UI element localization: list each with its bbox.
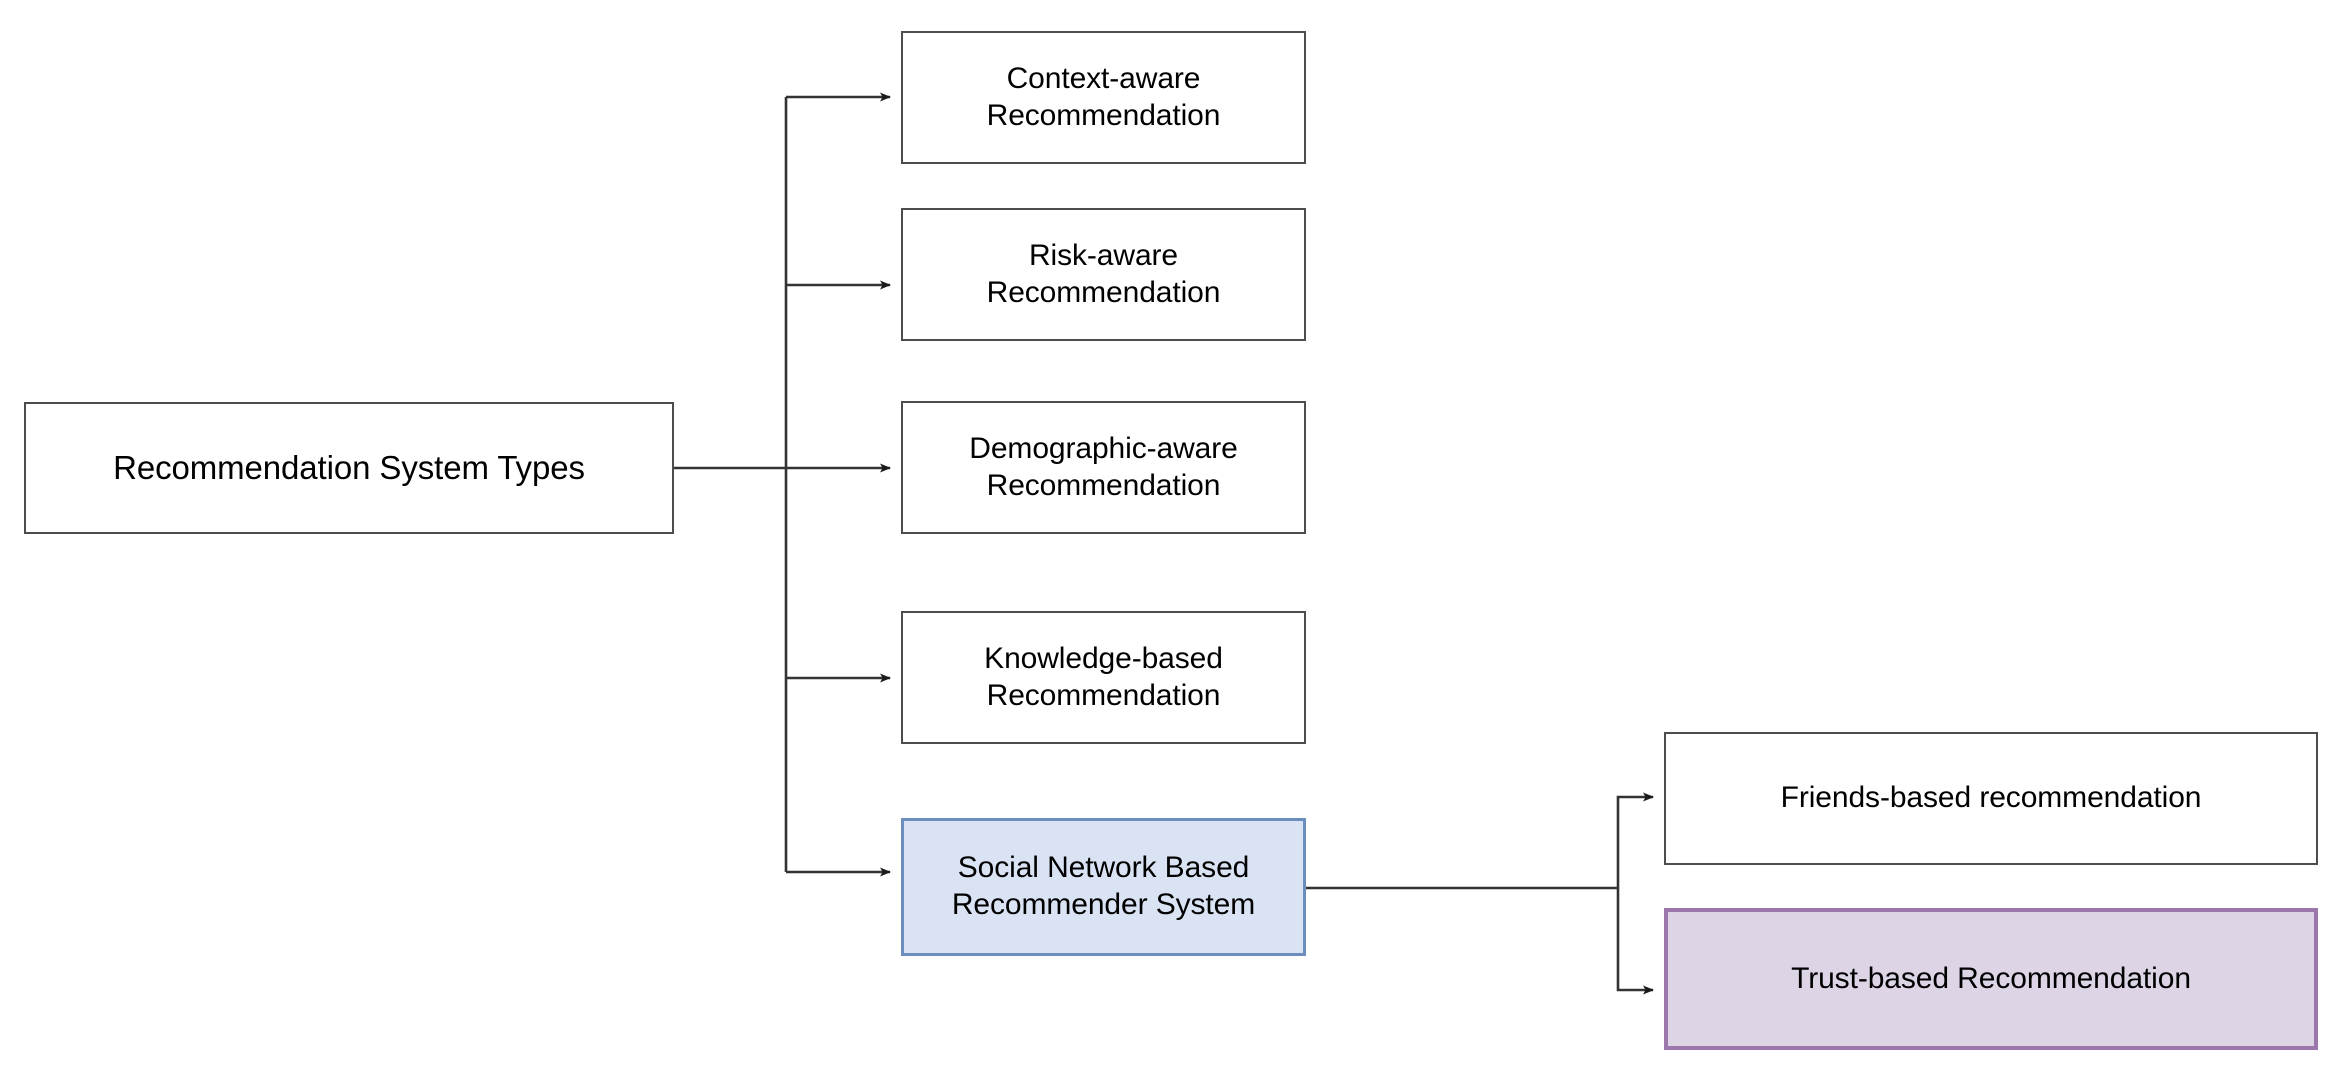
node-knowledge-based-label: Knowledge-based Recommendation (984, 641, 1223, 712)
node-friends-based-label: Friends-based recommendation (1780, 781, 2202, 815)
node-context-aware-label: Context-aware Recommendation (986, 61, 1221, 132)
node-root[interactable]: Recommendation System Types (24, 402, 674, 534)
node-social-network[interactable]: Social Network Based Recommender System (901, 818, 1306, 956)
node-friends-based[interactable]: Friends-based recommendation (1664, 732, 2318, 865)
node-demographic-aware[interactable]: Demographic-aware Recommendation (901, 401, 1306, 534)
node-root-label: Recommendation System Types (113, 448, 585, 486)
node-trust-based[interactable]: Trust-based Recommendation (1664, 908, 2318, 1050)
node-risk-aware-label: Risk-aware Recommendation (986, 238, 1221, 309)
node-context-aware[interactable]: Context-aware Recommendation (901, 31, 1306, 164)
edge-social-to-friends-based (1616, 792, 1654, 888)
node-risk-aware[interactable]: Risk-aware Recommendation (901, 208, 1306, 341)
node-social-network-label: Social Network Based Recommender System (951, 851, 1256, 921)
node-demographic-aware-label: Demographic-aware Recommendation (969, 431, 1238, 502)
edge-social-to-trust-based (1616, 888, 1654, 995)
node-knowledge-based[interactable]: Knowledge-based Recommendation (901, 611, 1306, 744)
node-trust-based-label: Trust-based Recommendation (1791, 961, 2191, 995)
